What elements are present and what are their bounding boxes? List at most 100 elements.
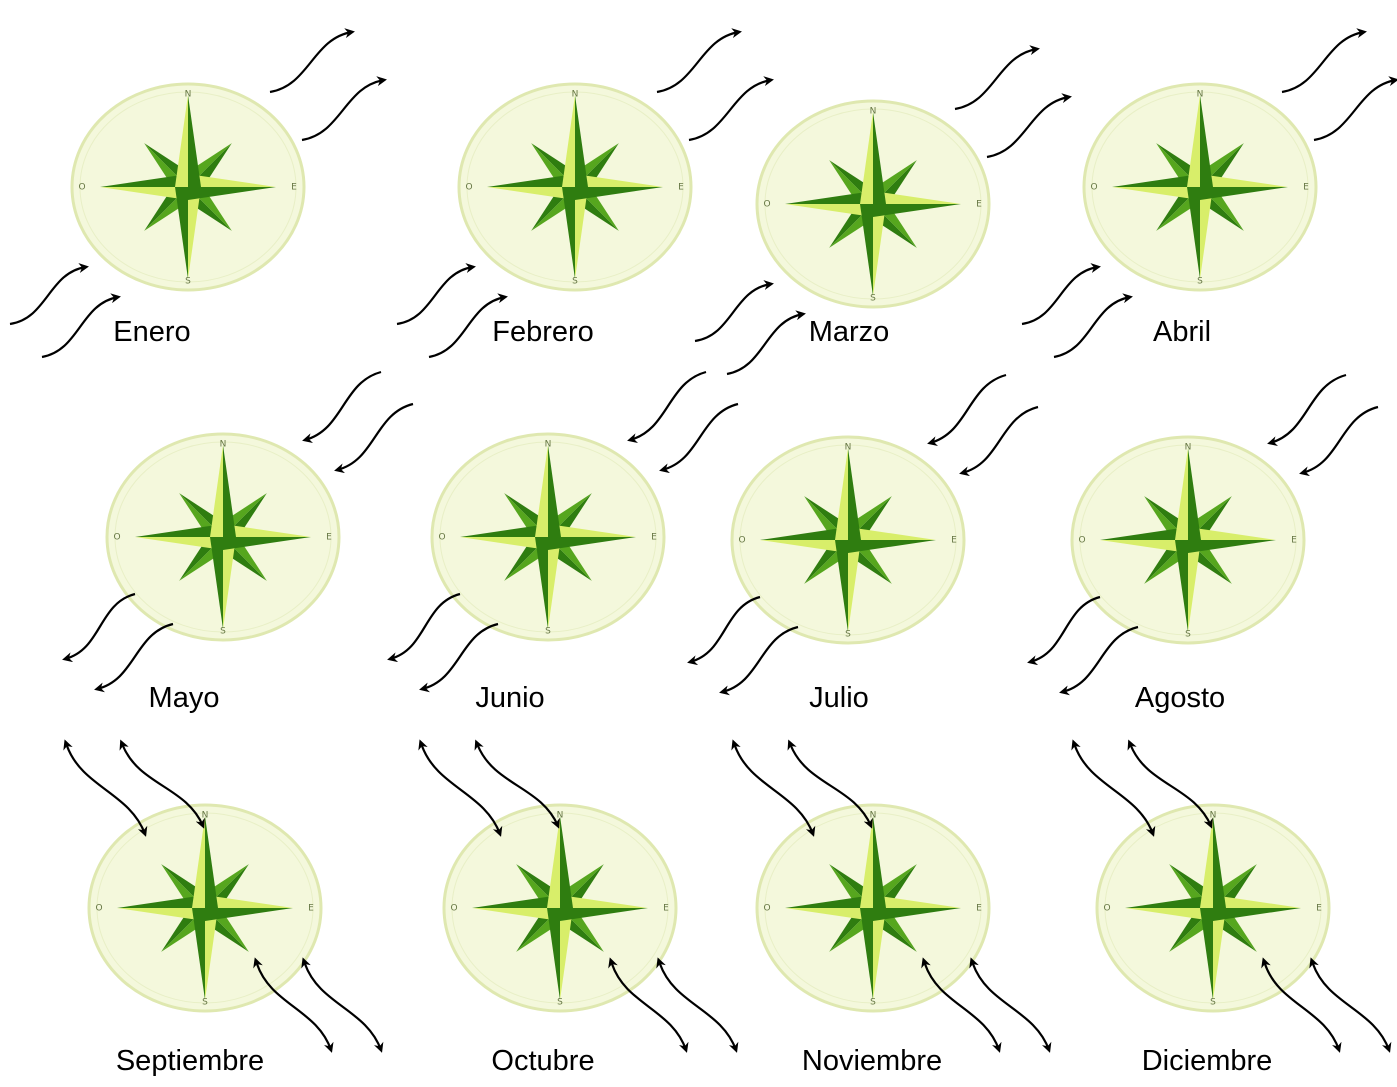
wind-arrow bbox=[987, 97, 1069, 157]
month-label-agosto: Agosto bbox=[1135, 684, 1225, 713]
compass-rose: NSEO bbox=[107, 434, 339, 640]
wind-arrow bbox=[270, 32, 352, 92]
wind-arrow bbox=[689, 80, 771, 140]
wind-arrow-double bbox=[973, 964, 1049, 1050]
wind-arrow bbox=[962, 407, 1038, 473]
compass-letter-west: O bbox=[95, 904, 102, 914]
compass-rose: N S E O bbox=[432, 434, 664, 640]
wind-arrow bbox=[1054, 297, 1130, 357]
wind-arrow-double bbox=[422, 746, 500, 834]
month-label-diciembre: Diciembre bbox=[1142, 1047, 1273, 1076]
compass-letter-south: S bbox=[185, 277, 191, 287]
month-label-julio: Julio bbox=[809, 684, 869, 713]
compass-rose: N S E O bbox=[757, 101, 989, 307]
wind-arrow bbox=[630, 372, 706, 440]
compass-letter-east: E bbox=[1291, 536, 1297, 546]
wind-arrow bbox=[1302, 407, 1378, 473]
month-label-junio: Junio bbox=[475, 684, 544, 713]
compass-letter-east: E bbox=[308, 904, 314, 914]
compass-letter-south: S bbox=[545, 627, 551, 637]
compass-letter-east: E bbox=[976, 200, 982, 210]
compass-letter-north: N bbox=[870, 107, 877, 117]
compass-letter-east: E bbox=[678, 183, 684, 193]
compass-letter-north: N bbox=[572, 90, 579, 100]
compass-letter-west: O bbox=[438, 533, 445, 543]
month-label-octubre: Octubre bbox=[491, 1047, 594, 1076]
wind-arrow bbox=[65, 594, 135, 659]
wind-arrow bbox=[1022, 267, 1098, 324]
compass-letter-south: S bbox=[870, 294, 876, 304]
compass-letter-east: E bbox=[1303, 183, 1309, 193]
compass-letter-south: S bbox=[1185, 630, 1191, 640]
month-label-marzo: Marzo bbox=[809, 318, 890, 347]
wind-arrow bbox=[930, 375, 1006, 443]
compass-letter-east: E bbox=[951, 536, 957, 546]
compass-letter-west: O bbox=[78, 183, 85, 193]
wind-arrow-double bbox=[1313, 964, 1389, 1050]
compass-letter-east: E bbox=[291, 183, 297, 193]
compass-letter-north: N bbox=[1197, 90, 1204, 100]
month-label-febrero: Febrero bbox=[492, 318, 594, 347]
compass-letter-north: N bbox=[870, 811, 877, 821]
wind-arrow bbox=[1270, 375, 1346, 443]
compass-letter-south: S bbox=[1210, 998, 1216, 1008]
wind-arrow bbox=[1062, 627, 1138, 692]
compass-letter-south: S bbox=[572, 277, 578, 287]
wind-arrow bbox=[1314, 80, 1396, 140]
wind-arrow-double bbox=[735, 746, 813, 834]
wind-arrow-double bbox=[660, 964, 736, 1050]
month-label-noviembre: Noviembre bbox=[802, 1047, 942, 1076]
compass-letter-north: N bbox=[845, 443, 852, 453]
wind-arrow bbox=[722, 627, 798, 692]
compass-letter-west: O bbox=[465, 183, 472, 193]
wind-arrow bbox=[662, 404, 738, 470]
compass-letter-north: N bbox=[557, 811, 564, 821]
wind-arrow bbox=[302, 80, 384, 140]
compass-letter-north: N bbox=[1185, 443, 1192, 453]
wind-arrow bbox=[955, 49, 1037, 109]
compass-letter-south: S bbox=[220, 627, 226, 637]
compass-letter-west: O bbox=[738, 536, 745, 546]
compass-letter-north: N bbox=[545, 440, 552, 450]
month-label-enero: Enero bbox=[113, 318, 190, 347]
wind-arrow bbox=[1282, 32, 1364, 92]
wind-arrow bbox=[422, 624, 498, 689]
wind-arrow bbox=[690, 597, 760, 662]
compass-letter-south: S bbox=[845, 630, 851, 640]
compass-letter-west: O bbox=[1090, 183, 1097, 193]
wind-arrow-double bbox=[67, 746, 145, 834]
month-label-mayo: Mayo bbox=[149, 684, 220, 713]
compass-letter-east: E bbox=[651, 533, 657, 543]
compass-letter-south: S bbox=[870, 998, 876, 1008]
wind-arrow bbox=[337, 404, 413, 470]
month-label-septiembre: Septiembre bbox=[116, 1047, 264, 1076]
compass-letter-west: O bbox=[763, 200, 770, 210]
wind-arrow bbox=[657, 32, 739, 92]
wind-arrow bbox=[10, 267, 86, 324]
compass-letter-west: O bbox=[113, 533, 120, 543]
wind-arrow-double bbox=[1075, 746, 1153, 834]
compass-rose: NSEO bbox=[1097, 805, 1329, 1011]
compass-letter-north: N bbox=[185, 90, 192, 100]
wind-arrow bbox=[695, 284, 771, 341]
wind-arrow bbox=[97, 624, 173, 689]
wind-arrow bbox=[305, 372, 381, 440]
compass-rose: N S E O bbox=[72, 84, 304, 290]
compass-letter-east: E bbox=[1316, 904, 1322, 914]
wind-arrow bbox=[390, 594, 460, 659]
wind-arrow bbox=[727, 314, 803, 374]
wind-arrow bbox=[42, 297, 118, 357]
wind-arrow-double bbox=[305, 964, 381, 1050]
compass-letter-south: S bbox=[557, 998, 563, 1008]
compass-letter-west: O bbox=[1078, 536, 1085, 546]
compass-rose: N S E O bbox=[459, 84, 691, 290]
wind-arrow bbox=[1030, 597, 1100, 662]
compass-rose: N S E O bbox=[732, 437, 964, 643]
compass-letter-east: E bbox=[663, 904, 669, 914]
compass-letter-west: O bbox=[763, 904, 770, 914]
